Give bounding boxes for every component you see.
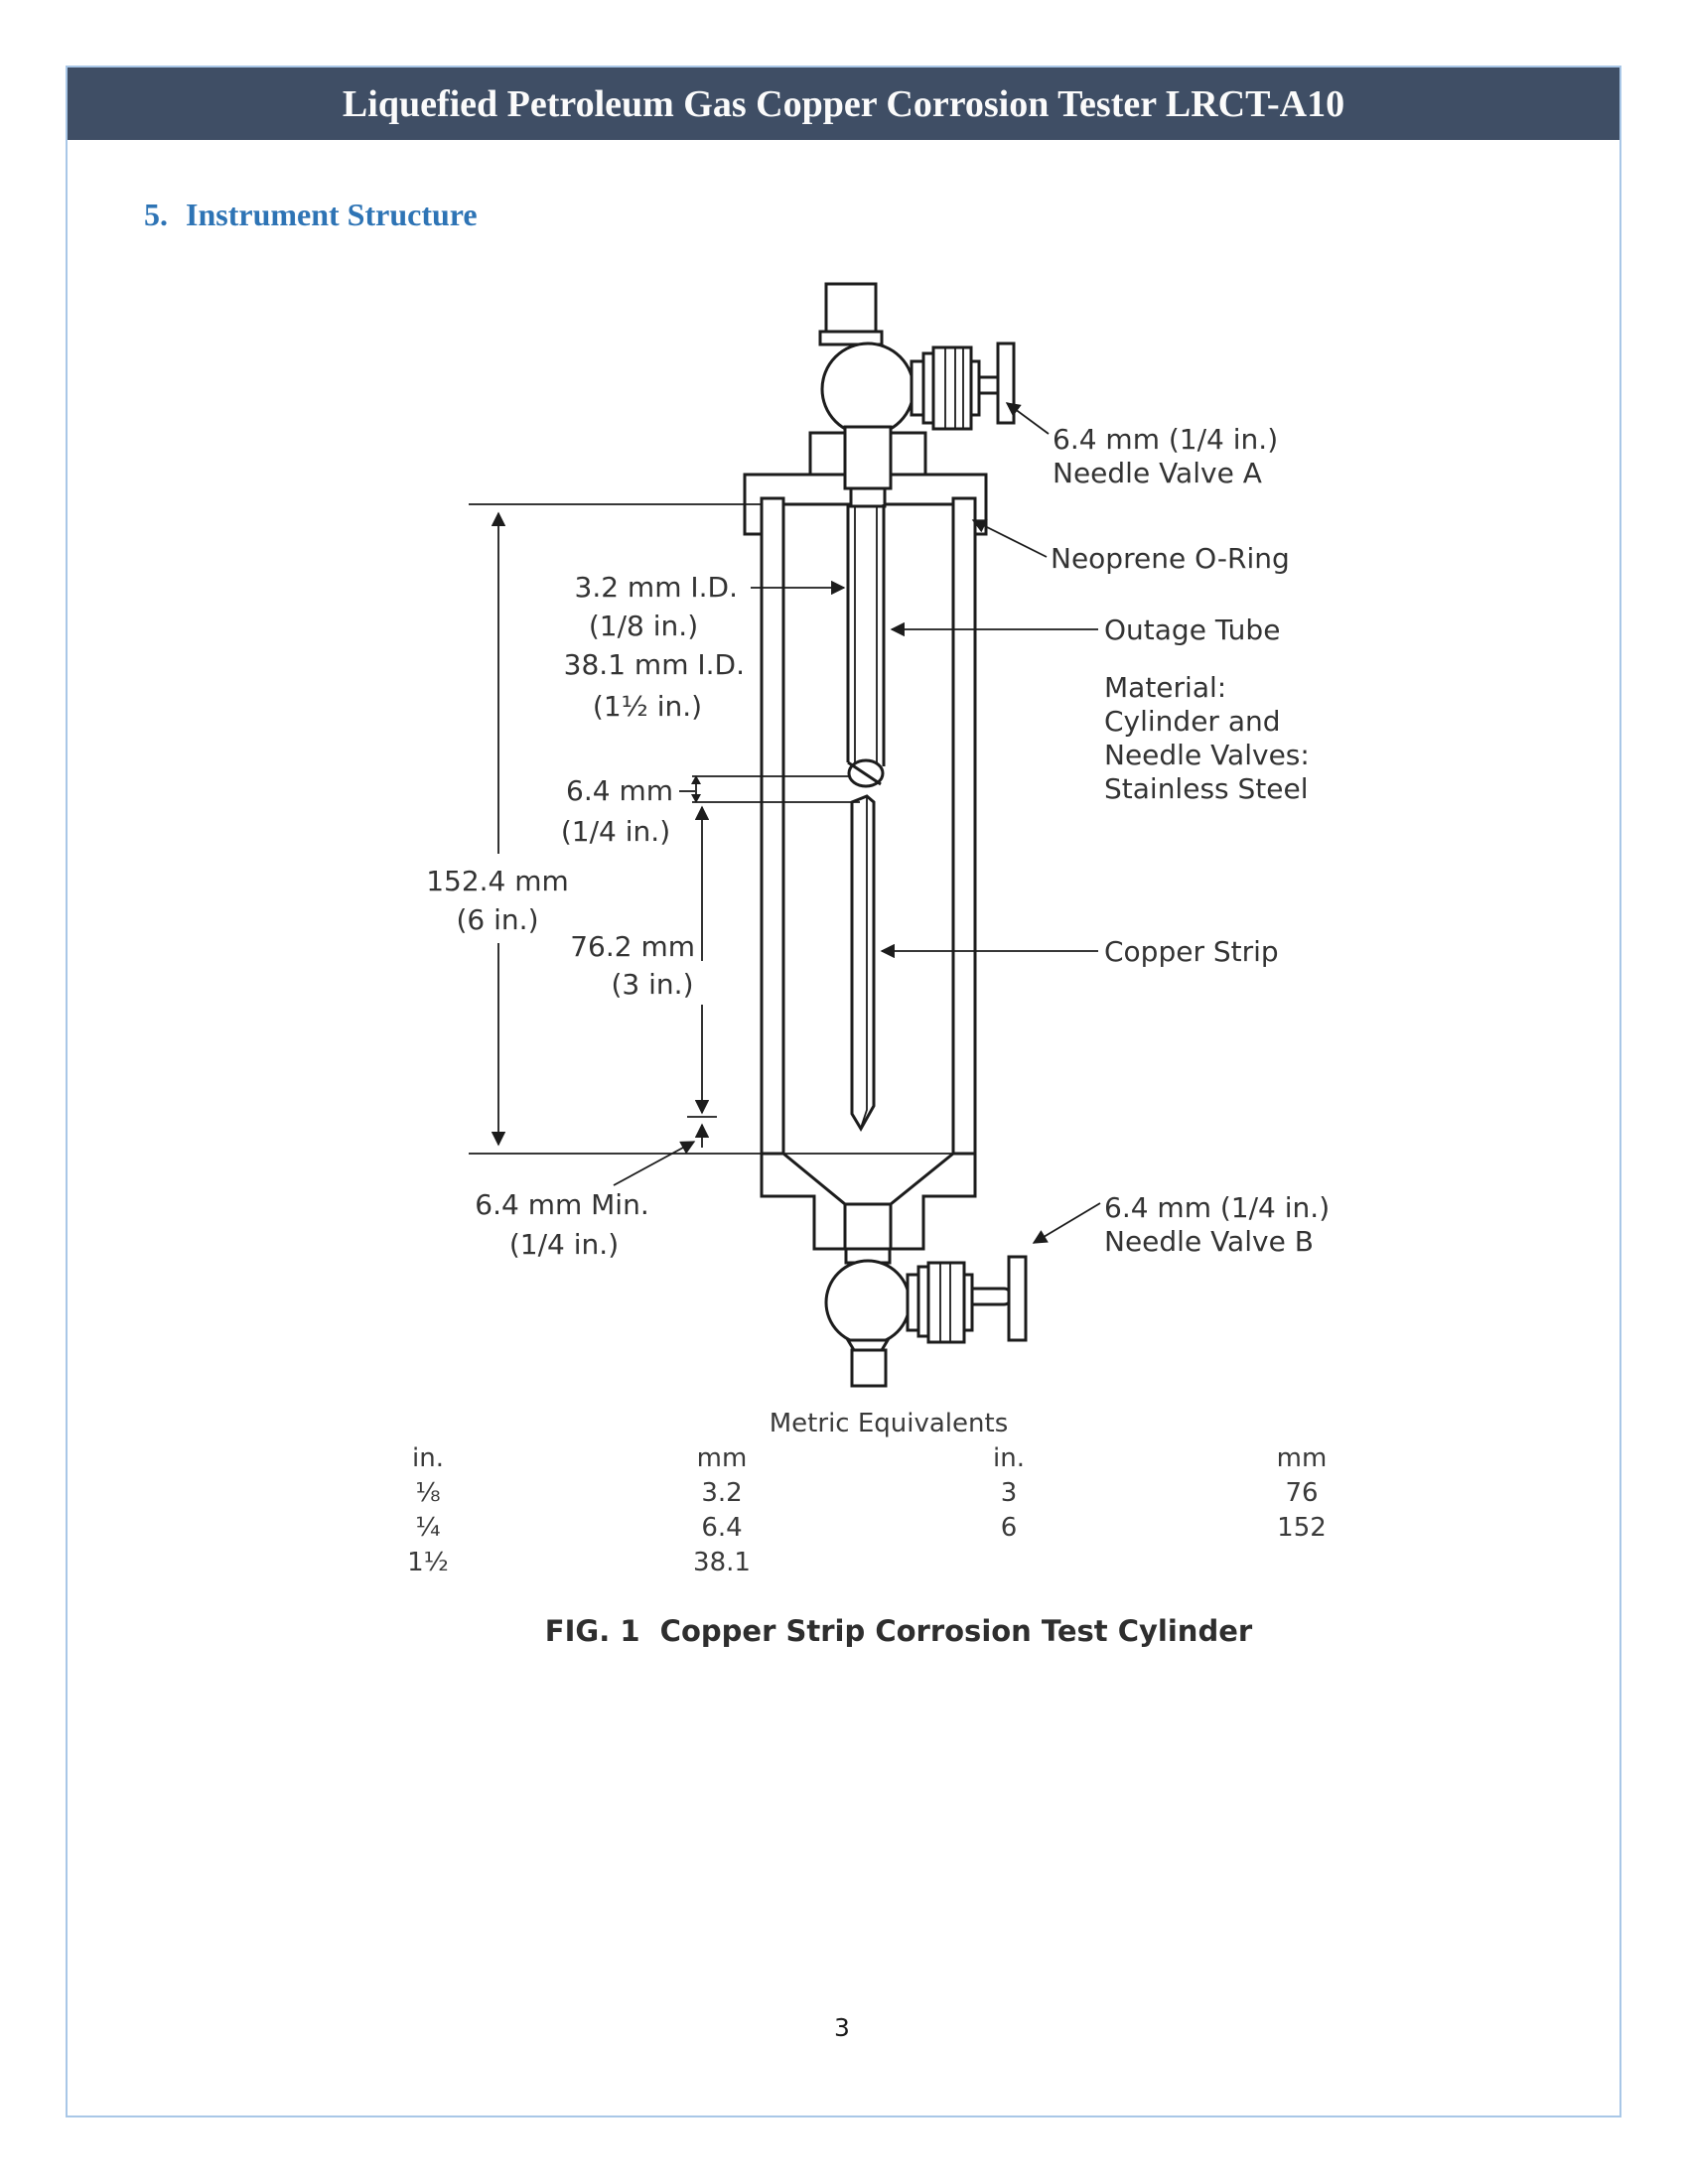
label-needle-valve-a-size: 6.4 mm (1/4 in.) [1053, 423, 1278, 456]
valve-b-packing-nut [926, 1261, 966, 1344]
valve-b-bottom-threads [850, 1348, 888, 1388]
section-title: Instrument Structure [186, 197, 478, 232]
header-title: Liquefied Petroleum Gas Copper Corrosion… [342, 83, 1345, 125]
label-strip-1: 76.2 mm [570, 930, 695, 963]
label-gap-top-2: (1/4 in.) [561, 815, 670, 848]
table-cell: 152 [1277, 1513, 1327, 1543]
label-material-2: Cylinder and [1104, 705, 1281, 738]
figure-caption: FIG. 1 Copper Strip Corrosion Test Cylin… [544, 1614, 1253, 1648]
table-cell: 6.4 [701, 1513, 743, 1543]
page-number: 3 [834, 2013, 850, 2042]
bottom-neck-threads [843, 1202, 893, 1251]
valve-b-body [824, 1259, 912, 1346]
col-header: mm [1276, 1443, 1328, 1473]
needle-valve-a [818, 282, 1016, 437]
valve-a-ring1 [910, 359, 925, 417]
cap-neck [849, 486, 887, 508]
needle-valve-b [824, 1247, 1028, 1388]
label-needle-valve-a: Needle Valve A [1053, 457, 1262, 489]
label-height-1: 152.4 mm [426, 865, 569, 897]
label-height-2: (6 in.) [457, 903, 539, 936]
valve-b-stem [970, 1287, 1014, 1306]
instrument-diagram: 6.4 mm (1/4 in.) Needle Valve A Neoprene… [426, 282, 1330, 1388]
table-cell: ⅛ [415, 1478, 441, 1508]
label-material-4: Stainless Steel [1104, 772, 1309, 805]
label-material-3: Needle Valves: [1104, 739, 1310, 771]
table-cell: ¼ [415, 1513, 441, 1543]
label-id-small-1: 3.2 mm I.D. [575, 571, 739, 604]
header-bar: Liquefied Petroleum Gas Copper Corrosion… [68, 68, 1619, 140]
metric-col-mm2: mm 76 152 [1257, 1441, 1346, 1546]
cylinder-wall-right [951, 496, 977, 1156]
cylinder-top-cap [743, 425, 988, 536]
table-cell: 76 [1285, 1478, 1319, 1508]
cylinder-wall-left [760, 496, 785, 1156]
label-copper-strip: Copper Strip [1104, 935, 1279, 968]
page-border [66, 66, 1621, 2117]
label-gap-bottom-1: 6.4 mm Min. [475, 1188, 648, 1221]
col-header: mm [696, 1443, 748, 1473]
metric-col-in2: in. 3 6 [964, 1441, 1054, 1546]
metric-col-in1: in. ⅛ ¼ 1½ [383, 1441, 473, 1580]
cylinder-bottom-cone [760, 1152, 977, 1251]
label-id-small-2: (1/8 in.) [589, 610, 698, 642]
valve-b-ring1 [906, 1273, 920, 1332]
valve-a-collar [818, 330, 884, 346]
col-header: in. [412, 1443, 444, 1473]
section-heading: 5. Instrument Structure [144, 197, 478, 233]
valve-a-body [820, 341, 915, 437]
label-id-large-1: 38.1 mm I.D. [564, 648, 745, 681]
label-material-1: Material: [1104, 671, 1226, 704]
valve-a-lower-threads [843, 425, 893, 490]
label-needle-valve-b: Needle Valve B [1104, 1225, 1314, 1258]
label-id-large-2: (1½ in.) [593, 690, 702, 723]
label-neoprene-oring: Neoprene O-Ring [1051, 542, 1290, 575]
metric-equivalents-title: Metric Equivalents [769, 1409, 1009, 1438]
table-cell: 3 [1000, 1478, 1018, 1508]
valve-a-packing-nut [931, 345, 973, 431]
copper-strip [850, 794, 876, 1132]
valve-b-handle [1007, 1255, 1028, 1342]
table-cell: 1½ [407, 1548, 449, 1577]
label-outage-tube: Outage Tube [1104, 614, 1280, 646]
label-needle-valve-b-size: 6.4 mm (1/4 in.) [1104, 1191, 1330, 1224]
table-cell: 38.1 [693, 1548, 751, 1577]
outage-tube [846, 504, 886, 788]
metric-col-mm1: mm 3.2 6.4 38.1 [677, 1441, 767, 1580]
valve-a-top-threads [824, 282, 878, 336]
label-gap-bottom-2: (1/4 in.) [509, 1228, 619, 1261]
section-number: 5. [144, 197, 168, 232]
leader-lines [751, 402, 1101, 1244]
table-cell: 3.2 [701, 1478, 743, 1508]
col-header: in. [993, 1443, 1025, 1473]
label-strip-2: (3 in.) [612, 968, 694, 1001]
label-gap-top-1: 6.4 mm [566, 774, 673, 807]
valve-a-handle [996, 341, 1016, 425]
dimension-lines [469, 503, 953, 1186]
table-cell: 6 [1000, 1513, 1018, 1543]
